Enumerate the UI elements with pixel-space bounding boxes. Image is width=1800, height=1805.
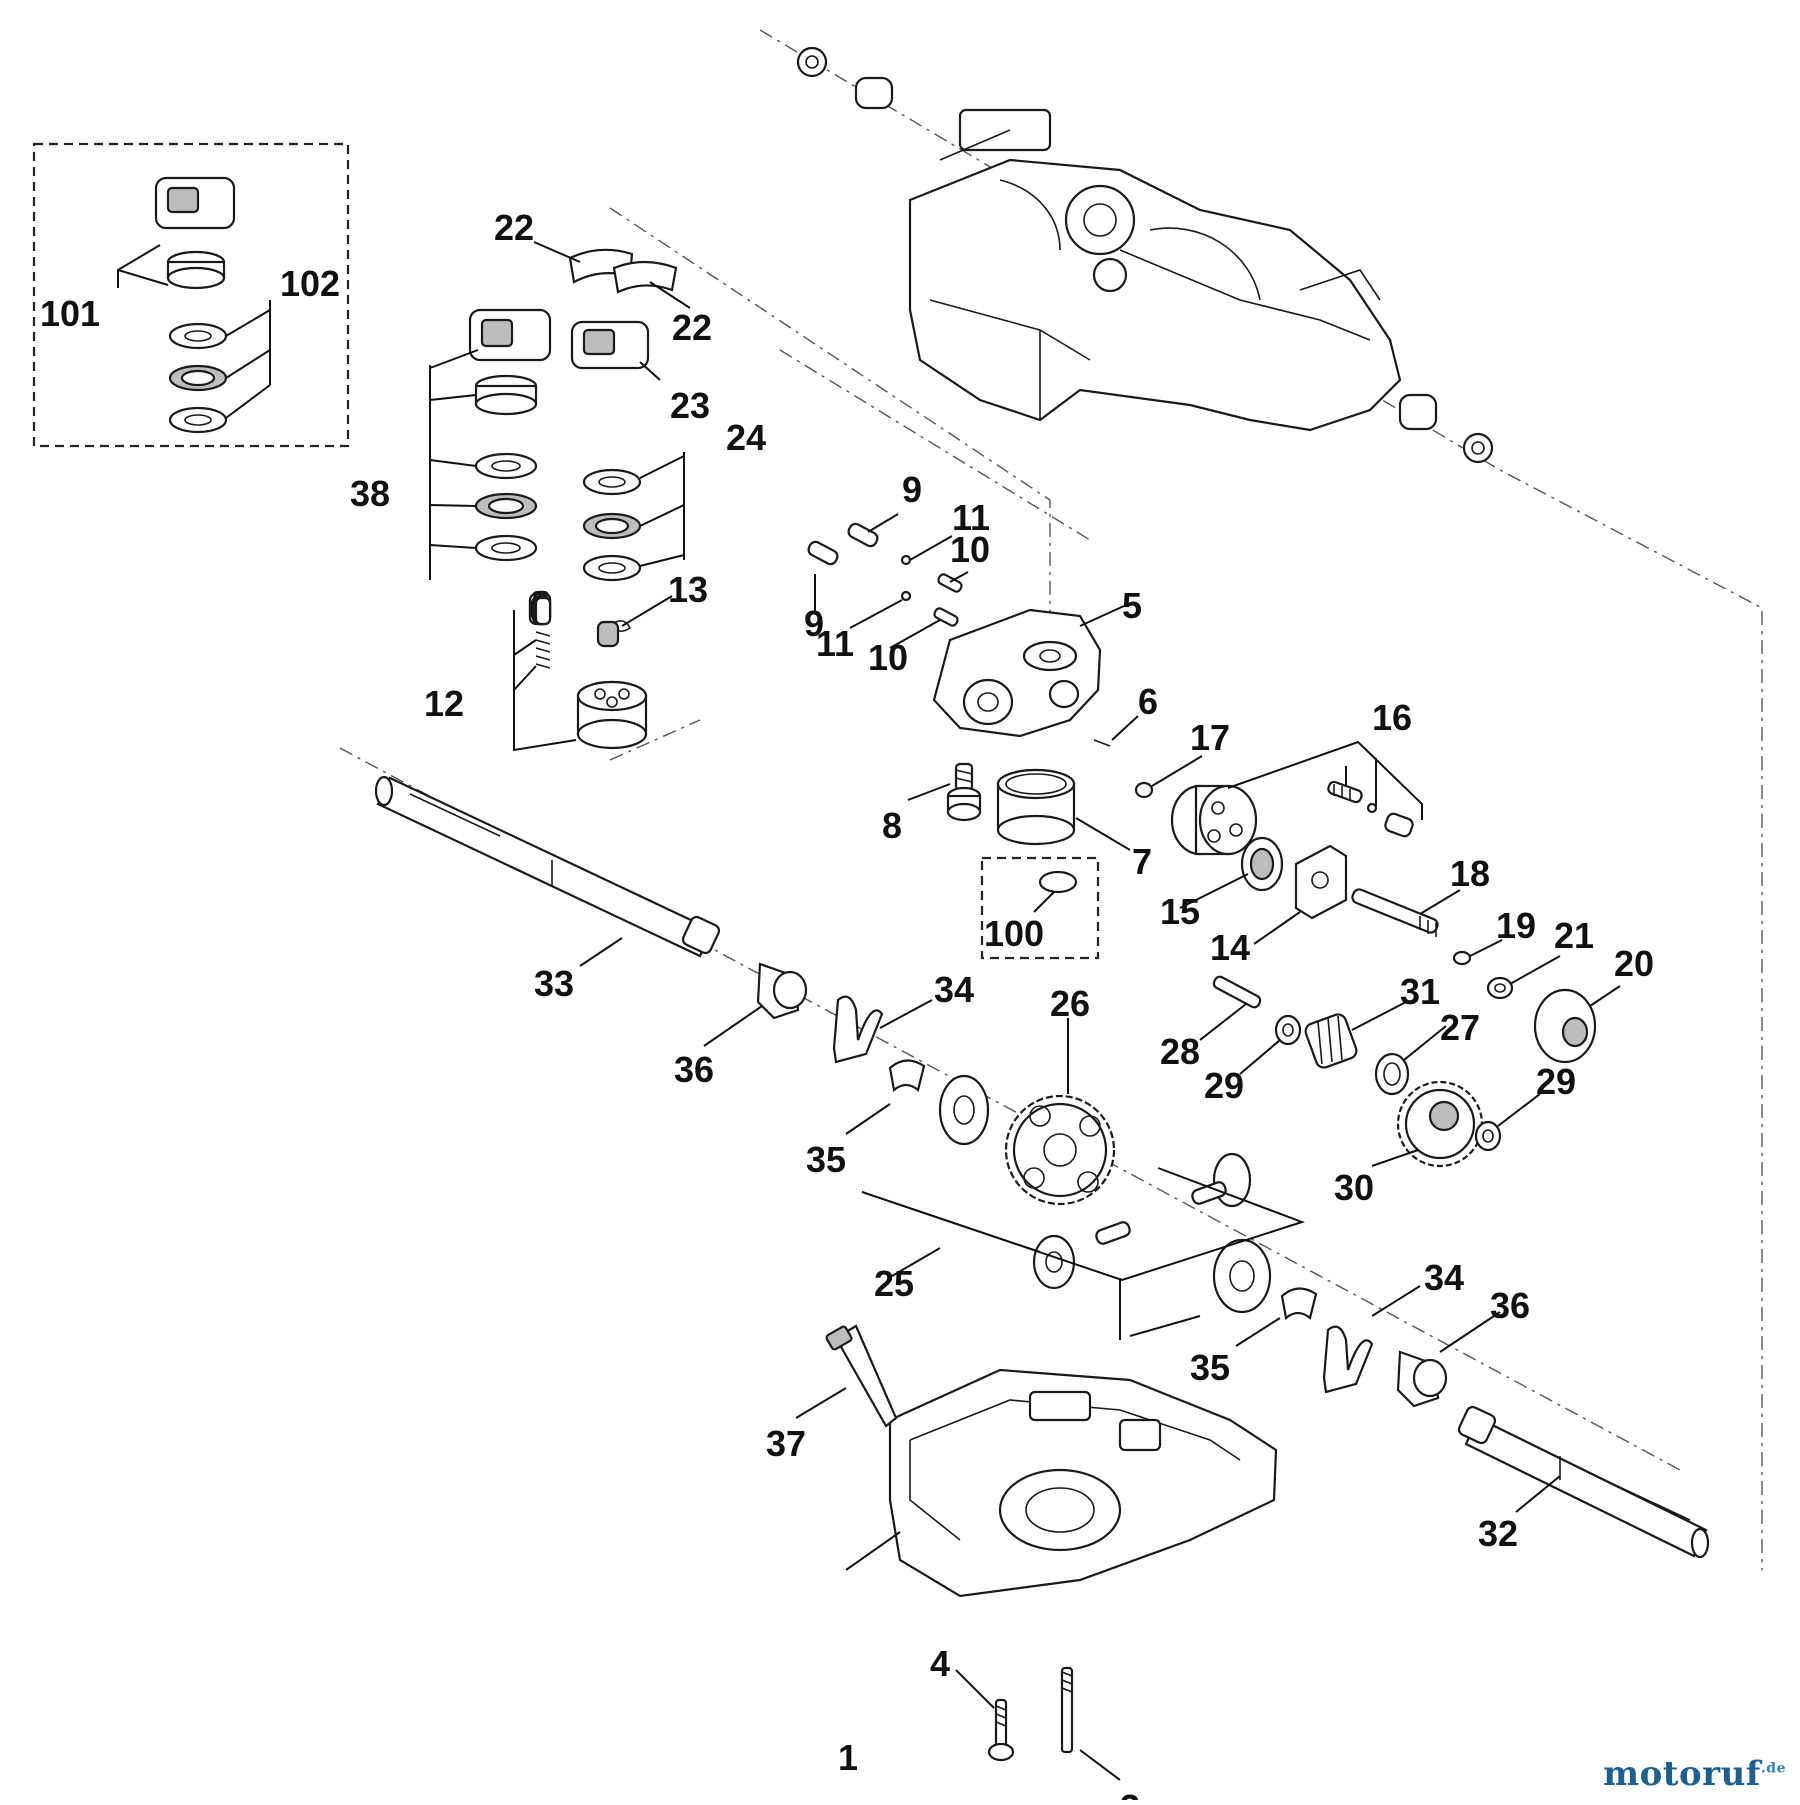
callout-10-bottom: 10 — [868, 637, 908, 678]
callout-31: 31 — [1400, 971, 1440, 1012]
callout-9-bottom: 9 — [804, 603, 824, 644]
callout-29-right: 29 — [1536, 1061, 1576, 1102]
callout-8: 8 — [882, 805, 902, 846]
lower-housing — [795, 1324, 1278, 1598]
callout-6: 6 — [1138, 681, 1158, 722]
callout-29-left: 29 — [1204, 1065, 1244, 1106]
callout-14: 14 — [1210, 927, 1250, 968]
callout-17: 17 — [1190, 717, 1230, 758]
watermark-logo: motoruf.de — [1603, 1754, 1786, 1794]
callout-100: 100 — [984, 913, 1044, 954]
parts-14-21 — [1134, 740, 1621, 1064]
callout-25: 25 — [874, 1263, 914, 1304]
callout-13: 13 — [668, 569, 708, 610]
callout-102: 102 — [280, 263, 340, 304]
parts-22-23-24 — [533, 241, 691, 582]
part-38-stack — [429, 308, 552, 580]
upper-housing — [796, 46, 1494, 464]
kit-box-101-102 — [32, 142, 350, 448]
kit-box-100 — [980, 856, 1100, 960]
callout-32: 32 — [1478, 1513, 1518, 1554]
callout-34-top: 34 — [934, 969, 974, 1010]
callout-34-bottom: 34 — [1424, 1257, 1464, 1298]
callout-37: 37 — [766, 1423, 806, 1464]
watermark-suffix: .de — [1760, 1760, 1786, 1777]
callout-101: 101 — [40, 293, 100, 334]
callout-3: 3 — [1120, 1787, 1140, 1800]
callout-38: 38 — [350, 473, 390, 514]
parts-6-7-8-100 — [907, 715, 1139, 913]
callout-36-right: 36 — [1490, 1285, 1530, 1326]
callout-16: 16 — [1372, 697, 1412, 738]
callout-12: 12 — [424, 683, 464, 724]
callout-18: 18 — [1450, 853, 1490, 894]
callout-24: 24 — [726, 417, 766, 458]
shafts-32-33 — [374, 775, 1710, 1559]
callout-26: 26 — [1050, 983, 1090, 1024]
center-case-5 — [932, 605, 1125, 738]
callout-33: 33 — [534, 963, 574, 1004]
callout-36-left: 36 — [674, 1049, 714, 1090]
callout-11-top: 11 — [952, 497, 990, 538]
callout-9-top: 9 — [902, 469, 922, 510]
kit-101-102-parts — [154, 176, 236, 434]
callout-labels: 1 3 4 5 6 7 8 9 9 10 10 11 11 12 13 14 1… — [40, 207, 1654, 1805]
callout-21: 21 — [1554, 915, 1594, 956]
parts-12-13-pump — [513, 590, 673, 752]
callout-30: 30 — [1334, 1167, 1374, 1208]
callout-35-left: 35 — [806, 1139, 846, 1180]
callout-23: 23 — [670, 385, 710, 426]
callout-35-right: 35 — [1190, 1347, 1230, 1388]
callout-27: 27 — [1440, 1007, 1480, 1048]
parts-34-35-36 — [703, 962, 1501, 1408]
callout-15: 15 — [1160, 891, 1200, 932]
callout-1: 1 — [838, 1737, 858, 1778]
parts-9-10-11 — [807, 513, 969, 649]
callout-20: 20 — [1614, 943, 1654, 984]
callout-28: 28 — [1160, 1031, 1200, 1072]
watermark-brand: motoruf — [1603, 1754, 1761, 1794]
bolts-3-4 — [955, 1666, 1121, 1781]
callout-10-top: 10 — [950, 529, 990, 570]
parts-26-31 — [861, 975, 1541, 1340]
callout-22-top: 22 — [494, 207, 534, 248]
callout-4: 4 — [930, 1643, 950, 1684]
leaders-101-102 — [117, 244, 271, 419]
callout-5: 5 — [1122, 585, 1142, 626]
callout-19: 19 — [1496, 905, 1536, 946]
callout-22-bottom: 22 — [672, 307, 712, 348]
callout-11-bottom: 11 — [816, 623, 854, 664]
callout-7: 7 — [1132, 841, 1152, 882]
